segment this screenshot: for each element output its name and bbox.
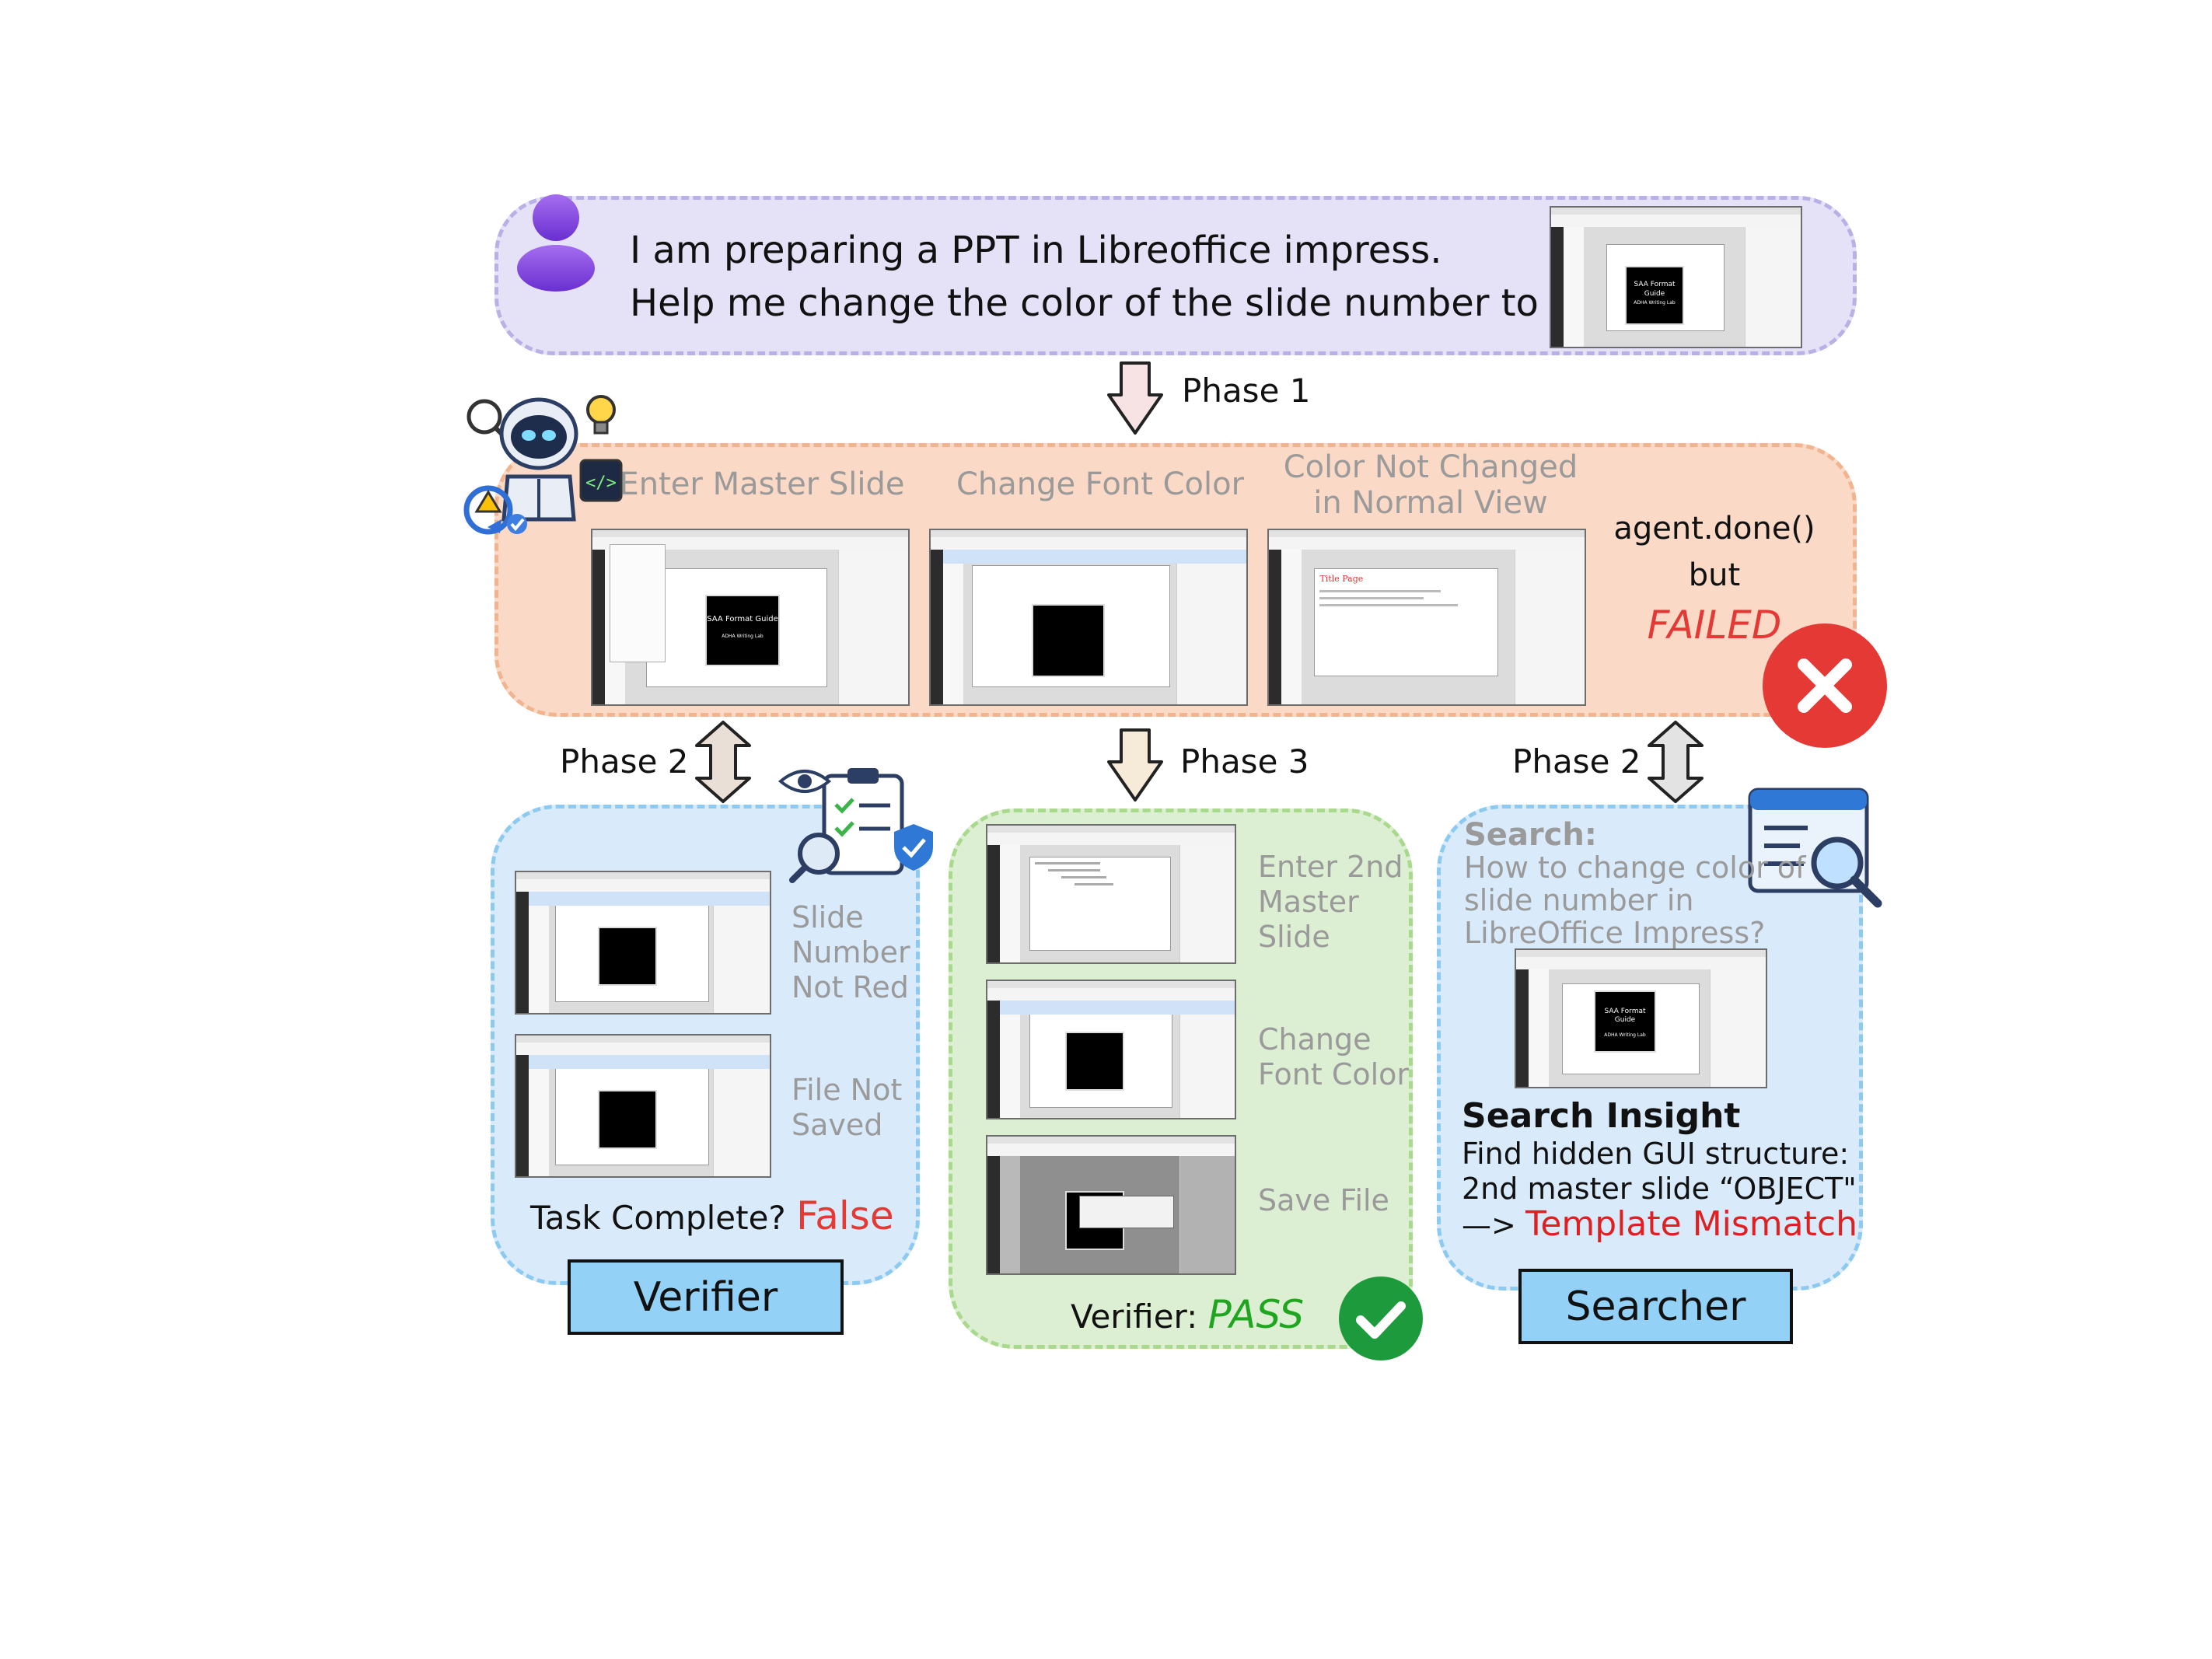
user-shot-slide-title: SAA Format Guide: [1634, 281, 1676, 298]
retry-step1-line3: Slide: [1258, 920, 1330, 954]
retry-screenshot-2: [986, 980, 1236, 1119]
retry-step1-line2: Master: [1258, 885, 1359, 919]
agent-step2-label: Change Font Color: [956, 466, 1245, 502]
agent-status-line1: agent.done(): [1613, 511, 1815, 547]
searcher-query-line1: How to change color of: [1464, 850, 1806, 885]
phase2-right-label: Phase 2: [1512, 742, 1641, 781]
agent-status-line2: but: [1688, 557, 1741, 593]
agent-step3-label: Color Not Changed in Normal View: [1260, 449, 1602, 521]
search-insight-line2: 2nd master slide “OBJECT": [1462, 1172, 1857, 1206]
searcher-search-label: Search:: [1464, 817, 1597, 853]
verifier-check1-line1: Slide: [791, 900, 864, 934]
agent-shot1-slide-title: SAA Format Guide: [707, 615, 778, 623]
verifier-check2: File Not Saved: [791, 1073, 902, 1143]
agent-status-failed: FAILED: [1647, 602, 1782, 648]
searcher-query: Search: How to change color of slide num…: [1464, 819, 1805, 949]
verifier-screenshot-1: [515, 871, 771, 1015]
searcher-query-line3: LibreOffice Impress?: [1464, 916, 1766, 950]
search-insight-line1: Find hidden GUI structure:: [1462, 1137, 1850, 1171]
pass-check-icon: [1339, 1277, 1423, 1360]
user-shot-slide-sub: ADHA Writing Lab: [1634, 300, 1676, 306]
code-icon: </>: [579, 459, 623, 502]
robot-agent-icon: [463, 397, 578, 535]
searcher-shot-slide-sub: ADHA Writing Lab: [1604, 1032, 1646, 1038]
agent-screenshot-2: [929, 529, 1248, 706]
retry-step3: Save File: [1258, 1183, 1389, 1217]
agent-step3-line1: Color Not Changed: [1283, 449, 1578, 485]
retry-verdict-value: PASS: [1207, 1292, 1305, 1337]
lightbulb-icon: [586, 395, 616, 435]
searcher-box: Searcher: [1518, 1269, 1793, 1344]
user-request-line1: I am preparing a PPT in Libreoffice impr…: [630, 229, 1442, 272]
retry-verdict-label: Verifier:: [1071, 1298, 1198, 1336]
phase2-left-label: Phase 2: [560, 742, 689, 781]
searcher-query-line2: slide number in: [1464, 883, 1694, 917]
search-insight-arrow: —>: [1462, 1208, 1516, 1242]
searcher-screenshot: SAA Format Guide ADHA Writing Lab: [1515, 948, 1767, 1088]
verifier-box: Verifier: [568, 1259, 844, 1335]
verifier-answer: False: [796, 1193, 894, 1238]
agent-screenshot-1: SAA Format Guide ADHA Writing Lab: [591, 529, 910, 706]
verifier-check1-line3: Not Red: [791, 970, 909, 1004]
search-window-icon: [1748, 788, 1882, 908]
retry-screenshot-3: [986, 1135, 1236, 1275]
phase1-down-arrow: [1107, 361, 1163, 435]
verifier-verdict: Task Complete? False: [530, 1193, 894, 1238]
verifier-check1-line2: Number: [791, 935, 910, 969]
verifier-question: Task Complete?: [530, 1199, 786, 1237]
user-screenshot: SAA Format Guide ADHA Writing Lab: [1550, 206, 1802, 348]
agent-shot3-slide-title: Title Page: [1319, 573, 1364, 584]
retry-step1-line1: Enter 2nd: [1258, 850, 1403, 884]
retry-step1: Enter 2nd Master Slide: [1258, 850, 1403, 955]
retry-screenshot-1: [986, 824, 1236, 964]
retry-verdict: Verifier: PASS: [1071, 1292, 1304, 1337]
agent-status: agent.done() but FAILED: [1602, 505, 1827, 648]
eye-icon: [778, 770, 832, 793]
user-avatar-icon: [517, 194, 595, 292]
fail-x-icon: [1763, 623, 1887, 748]
agent-screenshot-3: Title Page: [1267, 529, 1586, 706]
svg-text:</>: </>: [585, 473, 617, 493]
user-request-line2: Help me change the color of the slide nu…: [630, 281, 1624, 325]
retry-step2: Change Font Color: [1258, 1022, 1409, 1092]
phase3-label: Phase 3: [1180, 742, 1309, 781]
retry-step2-line1: Change: [1258, 1022, 1372, 1057]
search-insight-highlight: Template Mismatch: [1525, 1204, 1857, 1244]
phase2-right-double-arrow: [1648, 721, 1704, 803]
search-insight-body: Find hidden GUI structure: 2nd master sl…: [1462, 1137, 1857, 1243]
searcher-shot-slide-title: SAA Format Guide: [1604, 1008, 1646, 1024]
user-request-text: I am preparing a PPT in Libreoffice impr…: [630, 224, 1623, 330]
search-insight-title: Search Insight: [1462, 1096, 1741, 1136]
phase1-label: Phase 1: [1182, 372, 1311, 410]
agent-step3-line2: in Normal View: [1313, 485, 1548, 521]
clipboard-check-icon: [789, 768, 933, 883]
agent-shot1-slide-sub: ADHA Writing Lab: [722, 634, 764, 639]
verifier-check1: Slide Number Not Red: [791, 900, 910, 1005]
verifier-screenshot-2: [515, 1034, 771, 1178]
phase3-down-arrow: [1107, 728, 1163, 802]
retry-step2-line2: Font Color: [1258, 1057, 1410, 1091]
phase2-left-double-arrow: [695, 721, 751, 803]
verifier-check2-line2: Saved: [791, 1108, 883, 1142]
agent-step1-label: Enter Master Slide: [619, 466, 905, 502]
verifier-check2-line1: File Not: [791, 1073, 903, 1107]
